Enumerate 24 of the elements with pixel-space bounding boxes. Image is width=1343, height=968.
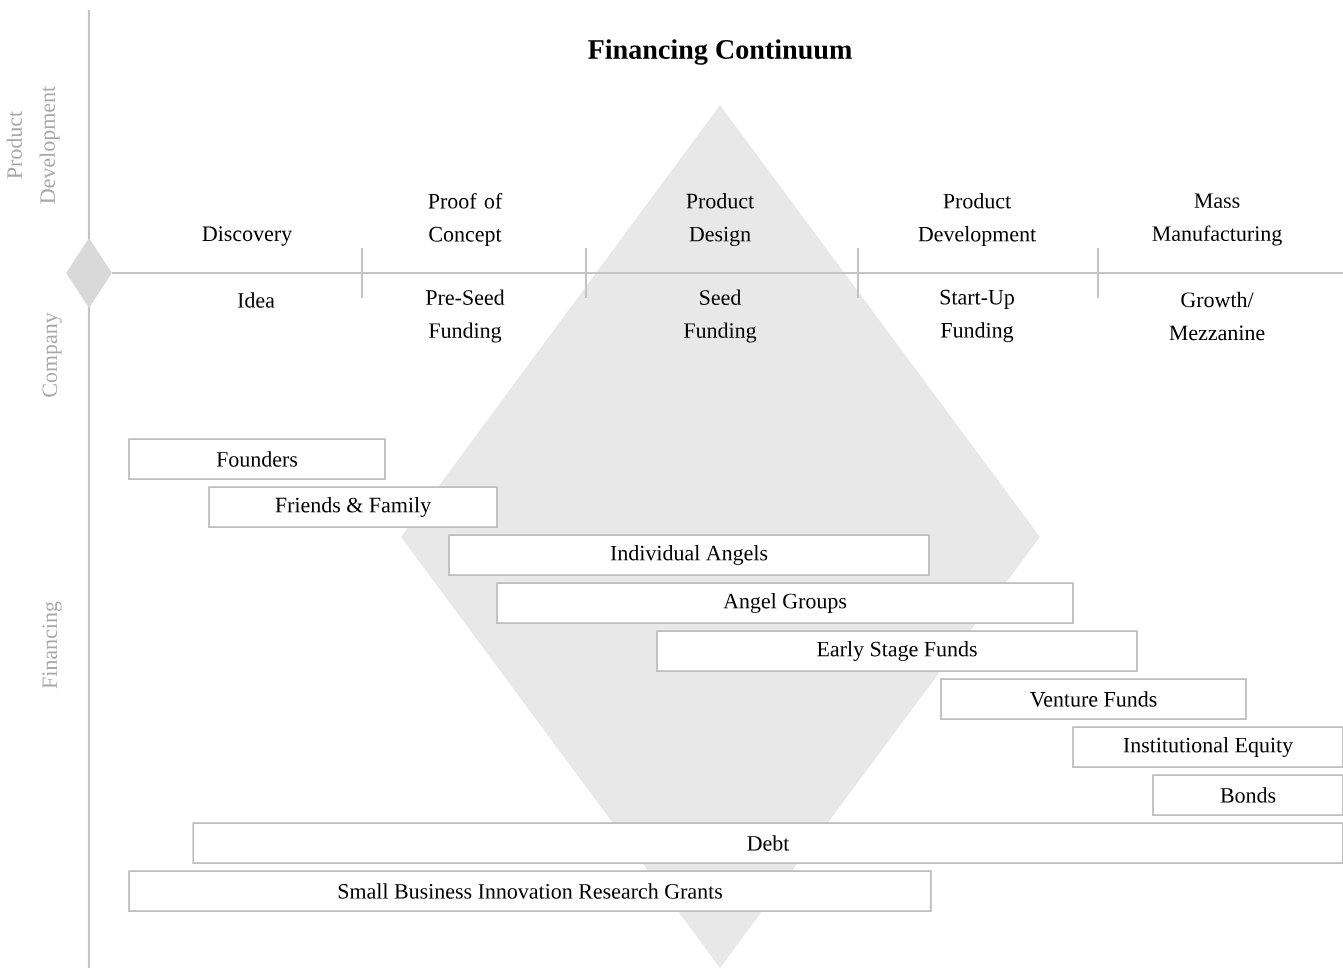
funding-bar: Debt (192, 822, 1343, 864)
axis-label: Financing (42, 601, 62, 689)
axis-label: Product Development (6, 85, 60, 204)
funding-bar: Individual Angels (448, 534, 930, 576)
funding-bar: Founders (128, 438, 386, 480)
stage-label: Product Development (918, 193, 1037, 246)
stage-label: Growth/ Mezzanine (1169, 291, 1265, 341)
funding-bar: Institutional Equity (1072, 726, 1343, 768)
title: Financing Continuum (588, 39, 852, 65)
stage-label: Product Design (686, 193, 755, 246)
funding-bar: Bonds (1152, 774, 1343, 816)
funding-bar: Angel Groups (496, 582, 1074, 624)
axis-label: Company (42, 312, 62, 397)
funding-bar: Friends & Family (208, 486, 498, 528)
stage-label: Discovery (202, 226, 293, 246)
stage-label: Proof of Concept (428, 192, 503, 247)
funding-bar: Venture Funds (940, 678, 1247, 720)
stage-label: Idea (237, 292, 275, 308)
funding-bar: Early Stage Funds (656, 630, 1138, 672)
stage-label: Start-Up Funding (940, 289, 1014, 343)
stage-label: Pre-Seed Funding (426, 289, 505, 343)
stage-label: Seed Funding (684, 289, 757, 343)
funding-bar: Small Business Innovation Research Grants (128, 870, 932, 912)
stage-label: Mass Manufacturing (1152, 193, 1282, 246)
